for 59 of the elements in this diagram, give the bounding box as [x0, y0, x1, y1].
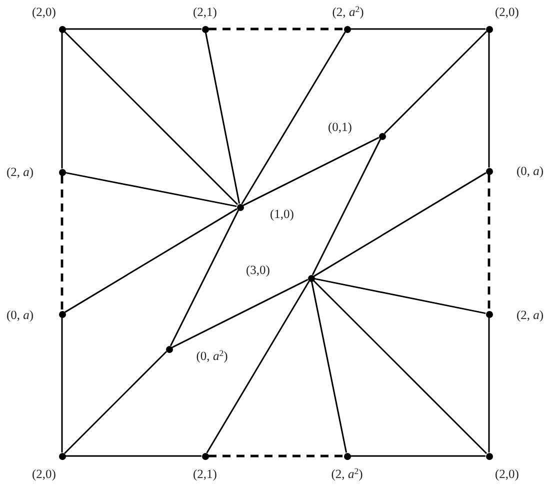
- coordinate-label: (2, a$^{2}$): [331, 468, 363, 482]
- coordinate-label: (2,0): [32, 6, 56, 20]
- dashed-edge-line: [488, 174, 490, 310]
- vertex-dot: [486, 168, 492, 174]
- edge-line: [384, 30, 488, 134]
- coordinate-label: (2,0): [495, 468, 519, 482]
- vertex-dot: [344, 452, 350, 460]
- coordinate-label: (3,0): [246, 264, 270, 278]
- coordinate-label: (2, a): [6, 166, 34, 180]
- vertex-dot: [58, 26, 66, 32]
- dashed-edge-line: [208, 28, 344, 30]
- vertex-dot: [486, 452, 492, 460]
- coordinate-label: (2, a$^{2}$): [332, 6, 364, 20]
- vertex-dot: [58, 452, 66, 460]
- edge-line: [350, 455, 486, 457]
- edge-line: [206, 280, 310, 454]
- dashed-edge-line: [60, 176, 64, 310]
- edge-line: [172, 278, 308, 348]
- edge-line: [64, 350, 168, 454]
- edge-line: [312, 280, 488, 454]
- edge-line: [66, 455, 202, 457]
- edge-line: [488, 32, 490, 168]
- vertex-dot: [308, 274, 314, 282]
- coordinate-label: (0, a): [516, 165, 544, 179]
- edge-line: [61, 32, 63, 168]
- edge-line: [64, 30, 238, 206]
- edge-line: [488, 318, 490, 452]
- edge-line: [242, 136, 380, 206]
- coordinate-label: (0, a): [6, 309, 34, 323]
- edge-line: [61, 318, 63, 452]
- coordinate-label: (0, a$^{2}$): [196, 350, 228, 364]
- coordinate-label: (2,1): [193, 468, 217, 482]
- edge-line: [241, 32, 346, 204]
- vertex-dot: [486, 26, 492, 32]
- coordinate-label: (0,1): [328, 121, 352, 135]
- edge-line: [350, 28, 486, 30]
- coordinate-label: (2,0): [495, 6, 519, 20]
- edge-line: [314, 172, 486, 277]
- edge-line: [64, 208, 238, 313]
- vertex-dot: [378, 132, 386, 140]
- vertex-dot: [344, 26, 350, 32]
- edge-line: [204, 32, 240, 204]
- vertex-dot: [166, 346, 172, 352]
- vertex-dot: [58, 310, 66, 318]
- edge-line: [170, 210, 240, 346]
- edge-line: [310, 281, 348, 453]
- vertex-dot: [58, 168, 66, 176]
- edge-line: [66, 28, 202, 30]
- vertex-dot: [202, 452, 208, 460]
- edge-line: [312, 138, 382, 276]
- coordinate-label: (2,0): [32, 468, 56, 482]
- dashed-edge-line: [208, 454, 344, 458]
- edge-line: [65, 172, 237, 208]
- vertex-dot: [486, 310, 492, 318]
- edge-line: [314, 278, 486, 314]
- vertex-dot: [202, 26, 208, 32]
- coordinate-label: (2, a): [516, 309, 544, 323]
- coordinate-label: (1,0): [270, 208, 294, 222]
- coordinate-label: (2,1): [193, 6, 217, 20]
